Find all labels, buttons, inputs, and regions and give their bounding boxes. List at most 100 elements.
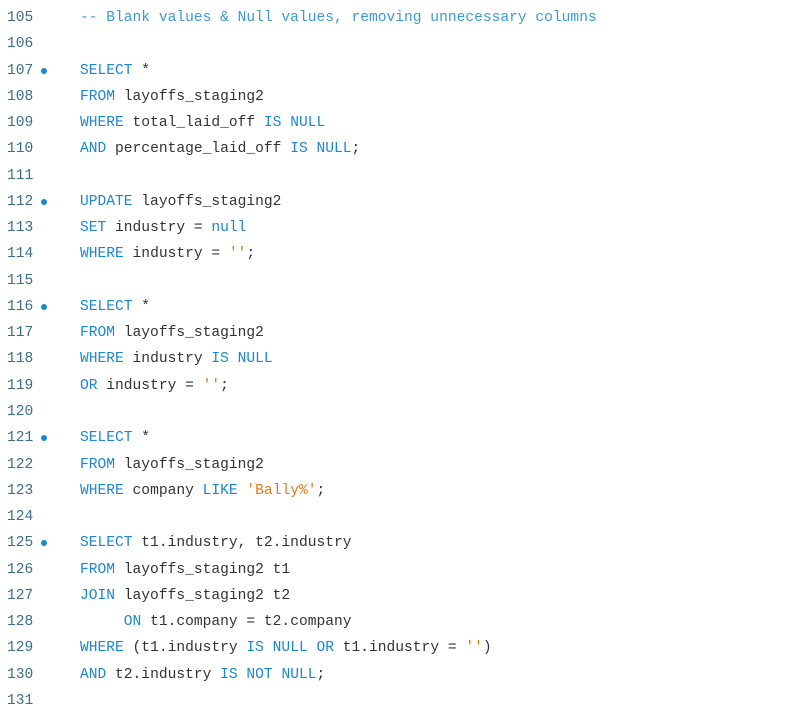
line-number: 105 [7, 10, 34, 26]
code-text: WHERE industry = ''; [80, 241, 255, 267]
code-text: SELECT t1.industry, t2.industry [80, 530, 352, 556]
line-number: 108 [7, 88, 34, 105]
sql-keyword: FROM [80, 561, 116, 578]
sql-string: '' [228, 246, 247, 263]
line-number: 131 [7, 692, 34, 709]
sql-text [80, 614, 124, 630]
statement-marker-icon[interactable] [41, 540, 47, 547]
sql-string: '' [202, 377, 221, 394]
code-line[interactable]: 125 SELECT t1.industry, t2.industry [0, 530, 787, 556]
sql-keyword: IS NOT NULL [220, 666, 317, 683]
line-number: 111 [7, 167, 34, 184]
sql-keyword: IS NULL [211, 351, 273, 368]
sql-keyword: FROM [80, 325, 116, 342]
code-line[interactable]: 106 [0, 31, 787, 57]
code-line[interactable]: 105-- Blank values & Null values, removi… [0, 5, 787, 31]
line-number: 127 [7, 587, 34, 604]
line-number: 120 [7, 403, 34, 420]
code-text: SELECT * [80, 58, 150, 84]
code-line[interactable]: 117 FROM layoffs_staging2 [0, 320, 787, 346]
sql-text: layoffs_staging2 [115, 456, 264, 473]
line-number: 112 [7, 193, 34, 210]
sql-text: * [132, 430, 151, 447]
line-number: 129 [7, 640, 34, 657]
code-line[interactable]: 112 UPDATE layoffs_staging2 [0, 189, 787, 215]
code-text: FROM layoffs_staging2 [80, 320, 264, 346]
sql-text: percentage_laid_off [106, 141, 291, 158]
sql-text: total_laid_off [123, 115, 264, 132]
line-number: 117 [7, 325, 34, 342]
sql-keyword: IS NULL [290, 141, 352, 158]
sql-text: t2.industry [106, 666, 221, 683]
sql-code-editor[interactable]: 105-- Blank values & Null values, removi… [0, 5, 787, 714]
code-line[interactable]: 118 WHERE industry IS NULL [0, 346, 787, 372]
code-line[interactable]: 121 SELECT * [0, 425, 787, 451]
sql-keyword: WHERE [80, 351, 124, 368]
sql-keyword: null [211, 220, 247, 237]
sql-text: ; [220, 377, 229, 394]
sql-keyword: SELECT [80, 62, 133, 79]
sql-text: ; [316, 482, 326, 499]
statement-marker-icon[interactable] [41, 435, 47, 442]
sql-text: ; [246, 246, 256, 263]
sql-keyword: IS NULL OR [246, 640, 334, 657]
line-number: 110 [7, 141, 34, 158]
code-text: WHERE total_laid_off IS NULL [80, 110, 325, 136]
code-line[interactable]: 115 [0, 268, 787, 294]
sql-text: t1.industry, t2.industry [132, 535, 352, 552]
sql-text: layoffs_staging2 [115, 325, 264, 342]
line-number: 126 [7, 561, 34, 578]
code-text: WHERE company LIKE 'Bally%'; [80, 478, 325, 504]
sql-keyword: OR [80, 377, 98, 394]
code-line[interactable]: 128 ON t1.company = t2.company [0, 609, 787, 635]
line-number: 106 [7, 36, 34, 53]
sql-text: ; [316, 666, 326, 683]
code-line[interactable]: 111 [0, 163, 787, 189]
line-number: 125 [7, 535, 34, 552]
sql-text: t1.industry = [333, 640, 466, 657]
line-number: 116 [7, 298, 34, 315]
code-text: AND t2.industry IS NOT NULL; [80, 662, 325, 688]
code-line[interactable]: 131 [0, 688, 787, 714]
line-number: 114 [7, 246, 34, 263]
code-line[interactable]: 120 [0, 399, 787, 425]
code-line[interactable]: 114 WHERE industry = ''; [0, 241, 787, 267]
code-text: ON t1.company = t2.company [80, 609, 352, 635]
line-number: 113 [7, 220, 34, 237]
sql-text: layoffs_staging2 [132, 193, 282, 210]
code-line[interactable]: 110 AND percentage_laid_off IS NULL; [0, 136, 787, 162]
statement-marker-icon[interactable] [41, 67, 47, 74]
sql-keyword: AND [80, 141, 107, 158]
code-line[interactable]: 124 [0, 504, 787, 530]
sql-string: '' [465, 640, 483, 657]
sql-keyword: SET [80, 220, 107, 237]
line-number: 130 [7, 666, 34, 683]
code-text: WHERE industry IS NULL [80, 346, 273, 372]
statement-marker-icon[interactable] [41, 198, 47, 205]
sql-keyword: WHERE [80, 482, 124, 499]
sql-keyword: LIKE [202, 482, 238, 499]
statement-marker-icon[interactable] [41, 303, 47, 310]
code-text: SELECT * [80, 425, 150, 451]
line-number: 118 [7, 351, 34, 368]
sql-text: t1.company = t2.company [141, 614, 352, 631]
code-text: UPDATE layoffs_staging2 [80, 189, 281, 215]
line-number: 121 [7, 430, 34, 447]
code-line[interactable]: 130 AND t2.industry IS NOT NULL; [0, 662, 787, 688]
sql-text: * [132, 62, 151, 79]
line-number: 122 [7, 456, 34, 473]
sql-keyword: WHERE [80, 246, 124, 263]
sql-text: ; [351, 141, 361, 158]
sql-text: industry = [97, 377, 203, 394]
